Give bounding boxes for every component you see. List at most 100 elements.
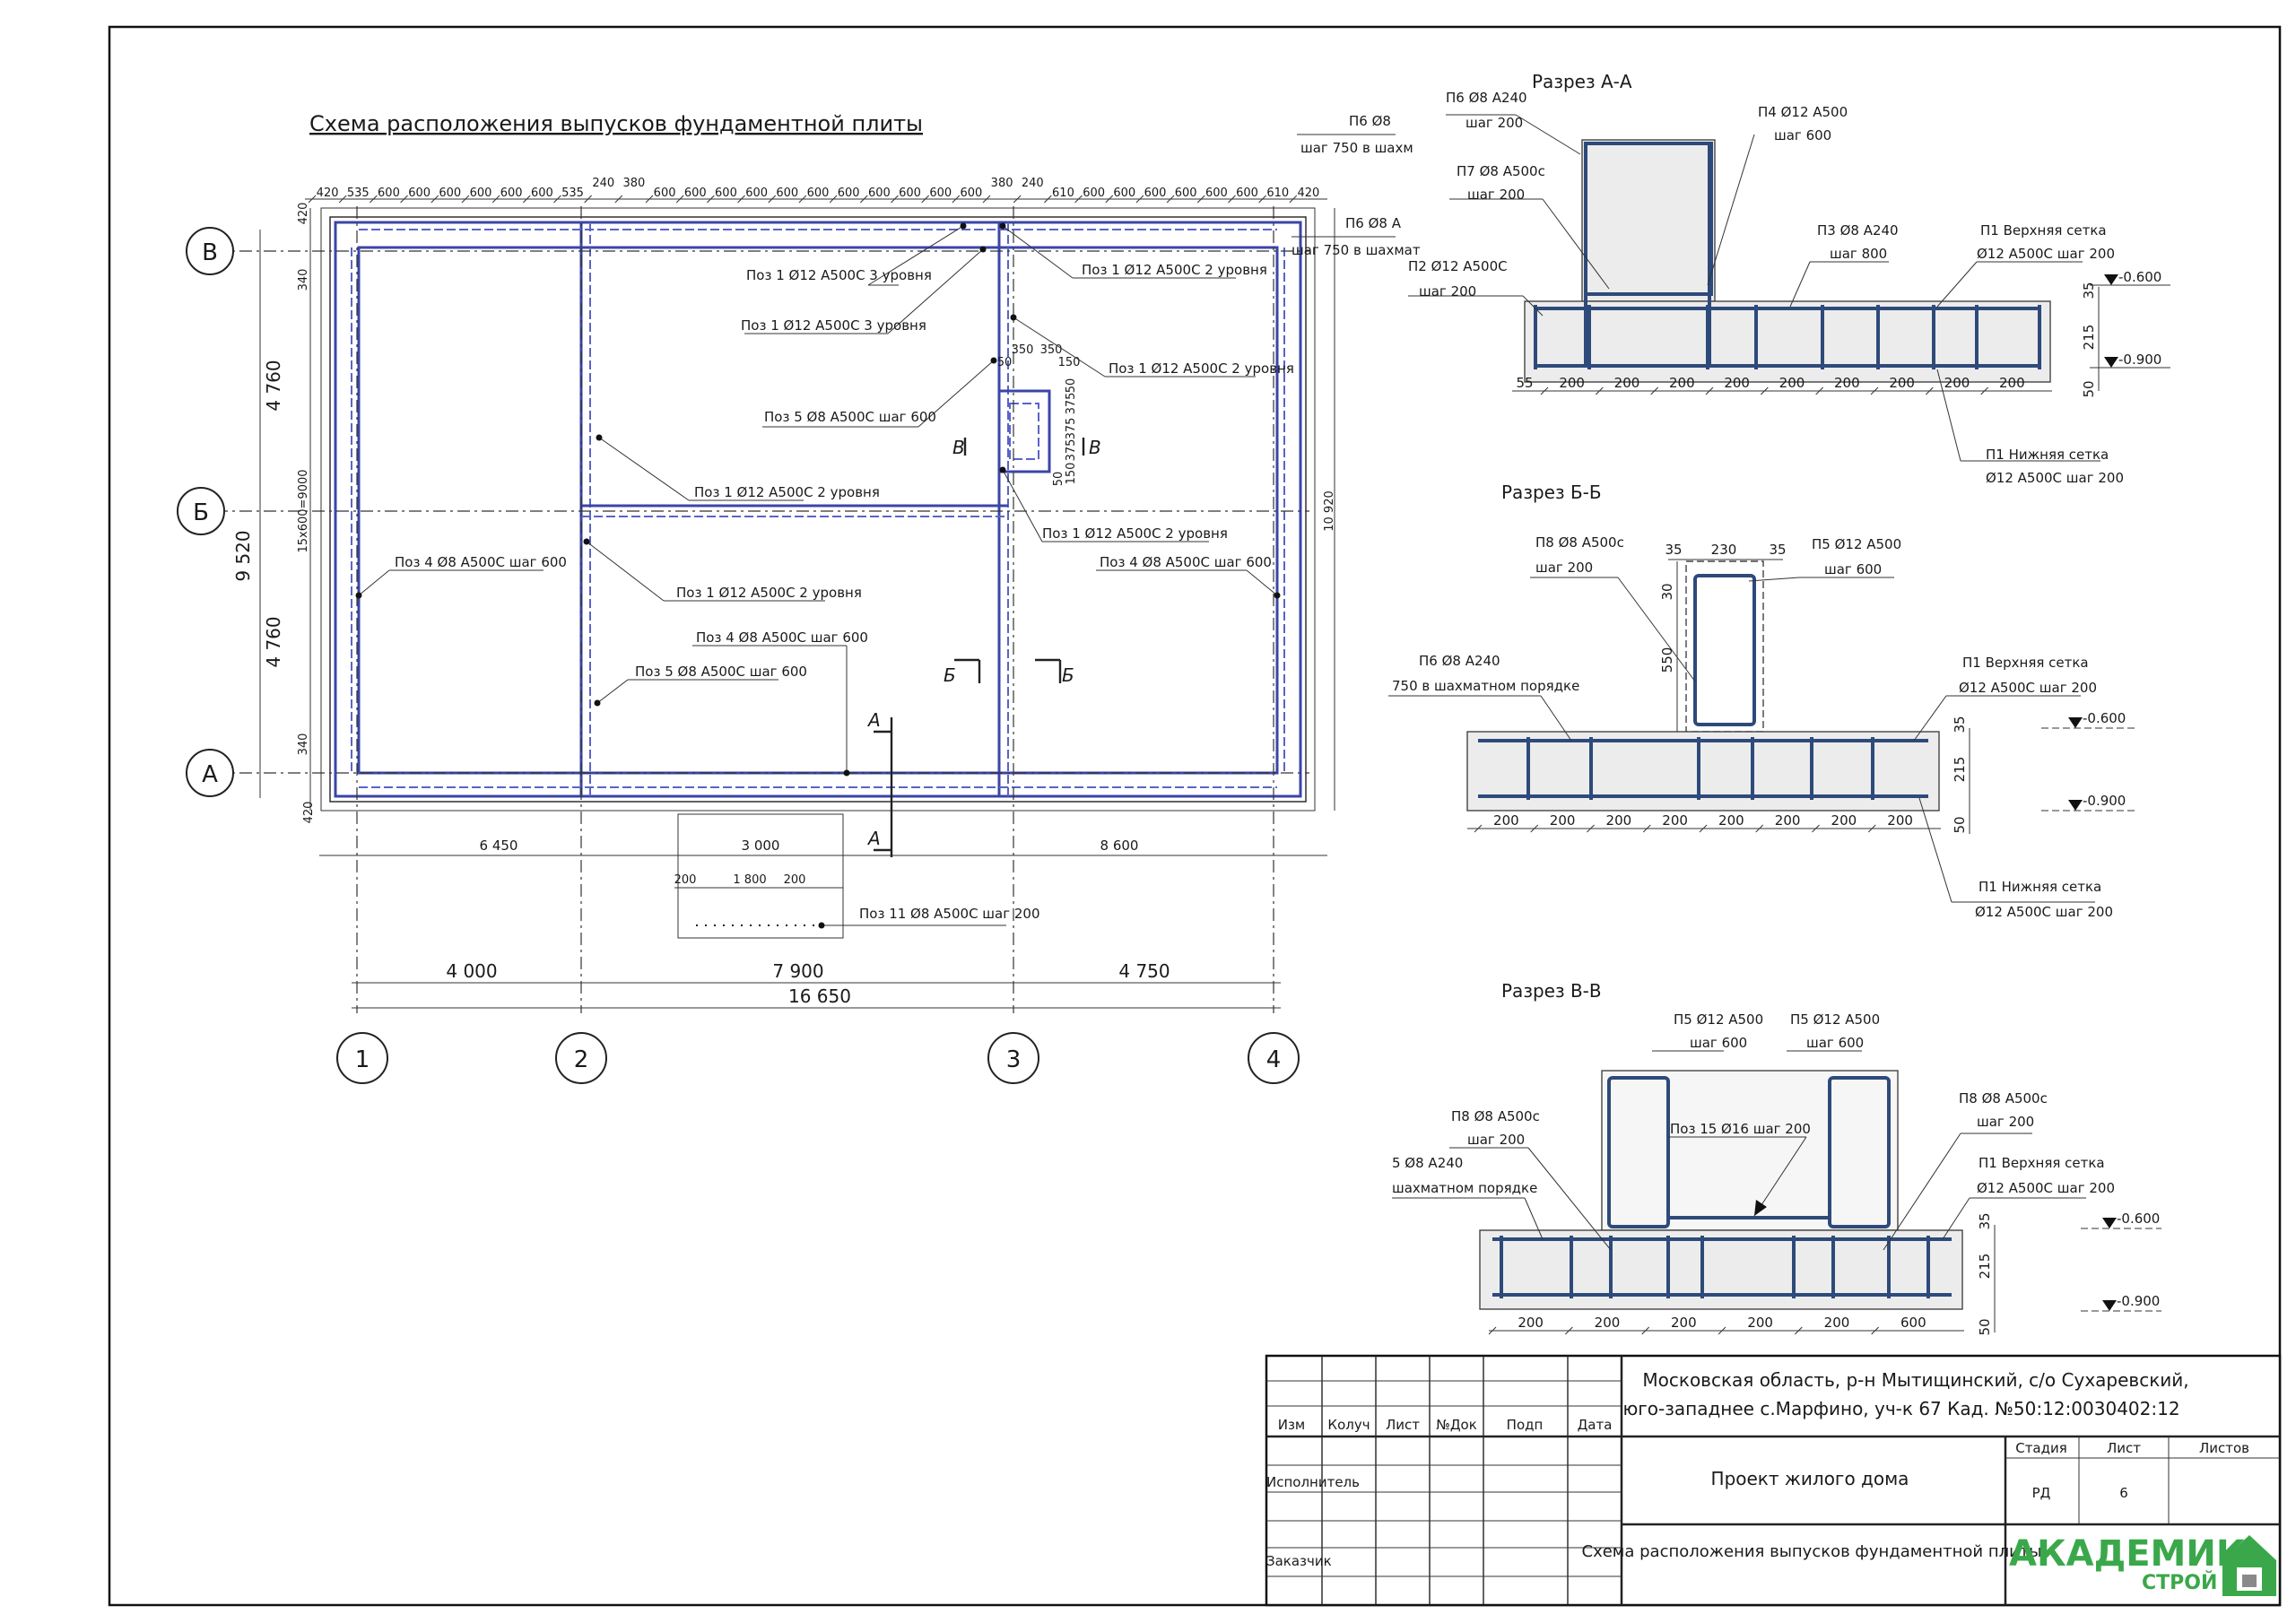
section-aa: Разрез А-А П6 Ø8 А240 шаг 200 П4 Ø12 А50… [1408,71,2170,486]
aa-label-p4: П4 Ø12 А500 [1758,104,1848,120]
bb-dim-tick-0 [1474,824,1483,833]
bb-vdim-35: 35 [1952,716,1968,733]
vv-dim-5: 600 [1900,1315,1926,1331]
svg-text:3: 3 [1006,1046,1022,1073]
axis-bubble-B: Б [177,487,225,535]
bb-dim-tick-1 [1530,824,1539,833]
top-dim-30: 600 [1236,187,1258,200]
vv-label-p6-cut: 5 Ø8 А240 [1392,1155,1463,1171]
tb-stage-label: Стадия [2015,1440,2067,1456]
top-dim-28: 600 [1175,187,1197,200]
top-dim-1: 535 [347,187,370,200]
top-dim-24: 610 [1052,187,1074,200]
label-p6-b: П6 Ø8 А [1345,215,1402,231]
company-logo: АКАДЕМИК СТРОЙ [2009,1533,2276,1596]
bb-label-p1-top-spec: Ø12 А500С шаг 200 [1959,680,2097,696]
top-dim-tick-20 [921,195,929,204]
label-poz5-b: Поз 5 Ø8 А500С шаг 600 [635,664,807,680]
bottom-dim-4750: 4 750 [1118,960,1170,982]
top-dim-32: 420 [1297,187,1319,200]
top-dim-tick-29 [1196,195,1205,204]
top-dim-tick-23 [1013,195,1022,204]
top-dim-22: 380 [991,177,1013,190]
vv-label-p5-a: П5 Ø12 А500 [1674,1011,1763,1028]
top-dim-tick-24 [1044,195,1052,204]
vv-label-p8-a-step: шаг 200 [1467,1132,1525,1148]
vv-label-poz15: Поз 15 Ø16 шаг 200 [1670,1121,1811,1137]
svg-text:-0.600: -0.600 [2118,269,2161,285]
tb-col-list: Лист [1386,1417,1420,1433]
slab-outline [329,216,1307,803]
svg-text:А: А [866,828,881,849]
section-aa-slab [1524,300,2051,383]
detail-dim-350b: 350 [1040,343,1063,357]
aa-dim-tick-3 [1705,386,1714,395]
section-bb-ties [1526,737,1874,800]
aa-label-p2-step: шаг 200 [1419,283,1476,299]
aa-dim-tick-1 [1595,386,1604,395]
vv-label-p5-b: П5 Ø12 А500 [1790,1011,1880,1028]
top-dim-tick-1 [338,195,347,204]
section-vv-wall [1601,1070,1899,1231]
vv-dim-0: 200 [1518,1315,1544,1331]
tb-customer: Заказчик [1266,1553,1332,1569]
bb-label-p8-step: шаг 200 [1535,560,1593,576]
slab-offset-outline [320,207,1316,812]
aa-label-p1-bottom-spec: Ø12 А500С шаг 200 [1986,470,2124,486]
aa-label-p6: П6 Ø8 А240 [1446,90,1527,106]
bottom-dim-total: 16 650 [788,985,851,1007]
top-dim-tick-18 [859,195,868,204]
bb-dim-1: 200 [1550,812,1576,829]
top-dim-27: 600 [1144,187,1167,200]
top-dim-tick-5 [461,195,470,204]
label-poz4-b: Поз 4 Ø8 А500С шаг 600 [1100,554,1272,570]
vv-label-p8-b: П8 Ø8 А500с [1959,1090,2048,1107]
svg-text:В: В [202,239,218,266]
bb-dim-230: 230 [1711,542,1737,558]
aa-dim-tick-7 [1925,386,1934,395]
aa-label-p7: П7 Ø8 А500с [1457,163,1545,179]
label-poz1-2lvl-c: Поз 1 Ø12 А500С 2 уровня [694,484,880,500]
axis-bubble-1: 1 [336,1032,388,1084]
vv-level-bottom: -0.900 [2081,1293,2161,1312]
right-dim-total: 10 920 [1323,490,1336,532]
top-dim-tick-2 [370,195,378,204]
bb-dim-0: 200 [1493,812,1519,829]
bb-label-p6-step: 750 в шахматном порядке [1392,678,1579,694]
aa-dim-tick-6 [1870,386,1879,395]
tb-project: Проект жилого дома [1711,1468,1909,1489]
aa-label-p2: П2 Ø12 А500С [1408,258,1508,274]
svg-text:-0.900: -0.900 [2117,1293,2160,1309]
bb-label-p5: П5 Ø12 А500 [1812,536,1901,552]
svg-text:-0.600: -0.600 [2117,1211,2160,1227]
aa-dim-3: 200 [1724,375,1750,391]
section-bb-leaders [1388,577,2095,903]
left-dim-420-top: 420 [297,203,310,225]
section-bb-wall [1685,560,1764,733]
detail-dim-375c: 375 [1065,439,1078,462]
top-dim-25: 600 [1083,187,1105,200]
top-dim-13: 600 [715,187,737,200]
top-dim-tick-32 [1289,195,1298,204]
bb-label-p1-bottom: П1 Нижняя сетка [1979,879,2101,895]
top-dim-tick-6 [491,195,500,204]
logo-house-icon [2222,1535,2276,1596]
svg-text:-0.900: -0.900 [2083,793,2126,809]
bb-label-p1-top: П1 Верхняя сетка [1962,655,2089,671]
aa-dim-55: 55 [1516,375,1533,391]
aa-dim-tick-2 [1650,386,1659,395]
section-bb: Разрез Б-Б П8 Ø8 А500с шаг 200 П5 Ø12 А5… [1388,482,2135,920]
bb-dim-tick-3 [1642,824,1651,833]
bottom-dim-6450: 6 450 [480,838,518,854]
aa-dim-tick-4 [1760,386,1769,395]
detail-dim-50a: 50 [997,356,1013,369]
top-dim-tick-13 [707,195,715,204]
bb-dim-2: 200 [1606,812,1632,829]
aa-label-p1-top: П1 Верхняя сетка [1980,222,2107,239]
bb-dim-550: 550 [1659,647,1675,673]
vv-label-p5-a-step: шаг 600 [1690,1035,1747,1051]
detail-dim-50c: 50 [1065,378,1078,394]
label-poz11: Поз 11 Ø8 А500С шаг 200 [859,906,1040,922]
